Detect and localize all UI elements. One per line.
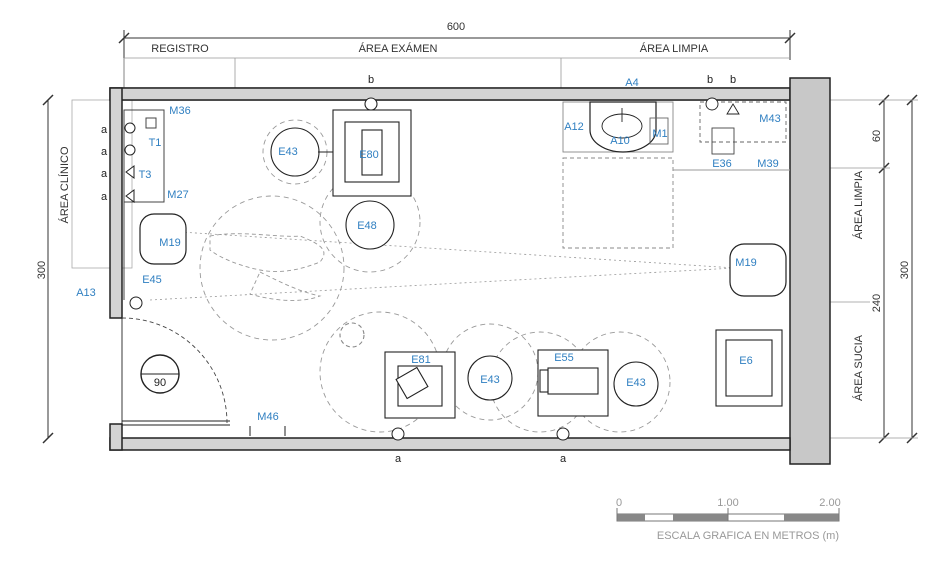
label-T3: T3 xyxy=(139,169,152,181)
zone-registro: REGISTRO xyxy=(151,43,209,55)
chair-E55 xyxy=(537,349,609,417)
label-A4: A4 xyxy=(625,77,638,89)
scale-tick-1: 1.00 xyxy=(717,497,738,509)
chair-E80 xyxy=(332,97,412,197)
patient-figure xyxy=(209,233,325,301)
label-A10: A10 xyxy=(610,135,630,147)
label-A13: A13 xyxy=(76,287,96,299)
label-M36: M36 xyxy=(169,105,190,117)
zone-area-limpia-top: ÁREA LIMPIA xyxy=(640,42,709,55)
label-T1: T1 xyxy=(149,137,162,149)
label-E6: E6 xyxy=(739,355,752,367)
label-E43-b: E43 xyxy=(480,374,500,386)
outlets-bottom xyxy=(249,426,570,441)
dimension-right-total: 300 xyxy=(899,261,911,279)
label-E48: E48 xyxy=(357,220,377,232)
label-E80: E80 xyxy=(359,149,379,161)
scale-bar xyxy=(616,508,840,522)
dimension-top-total: 600 xyxy=(447,21,465,33)
stool-E43-b xyxy=(467,355,513,401)
marker-a-bottom-2: a xyxy=(560,453,567,465)
left-dimension xyxy=(42,94,54,444)
door-angle-label: 90 xyxy=(154,377,166,389)
label-E45: E45 xyxy=(142,274,162,286)
stool-E43-c xyxy=(613,361,659,407)
cabinet-M43 xyxy=(673,97,790,171)
zone-area-sucia: ÁREA SUCIA xyxy=(852,334,865,401)
sightline xyxy=(149,229,736,301)
label-E36: E36 xyxy=(712,158,732,170)
marker-b-exam: b xyxy=(368,74,374,86)
marker-b2: b xyxy=(730,74,736,86)
zone-area-limpia-right: ÁREA LIMPIA xyxy=(852,170,865,239)
zone-area-examen: ÁREA EXÁMEN xyxy=(359,42,438,55)
scale-caption: ESCALA GRAFICA EN METROS (m) xyxy=(657,530,839,542)
registro-desk xyxy=(123,109,165,310)
chair-E81 xyxy=(339,322,456,419)
stool-E48 xyxy=(345,200,395,250)
area-clinico-region xyxy=(71,99,133,269)
label-M39: M39 xyxy=(757,158,778,170)
sink-counter xyxy=(562,101,674,249)
label-E55: E55 xyxy=(554,352,574,364)
marker-a-left-4: a xyxy=(101,191,108,203)
zone-area-clinico: ÁREA CLÍNICO xyxy=(58,146,71,223)
cart-E6 xyxy=(715,329,783,407)
marker-a-left-3: a xyxy=(101,168,108,180)
label-M19-left: M19 xyxy=(159,237,180,249)
label-M46: M46 xyxy=(257,411,278,423)
marker-a-bottom-1: a xyxy=(395,453,402,465)
label-A12: A12 xyxy=(564,121,584,133)
scale-tick-2: 2.00 xyxy=(819,497,840,509)
label-M19-right: M19 xyxy=(735,257,756,269)
wheelchair-M19-right xyxy=(729,243,787,297)
label-E43-c: E43 xyxy=(626,377,646,389)
label-E43-a: E43 xyxy=(278,146,298,158)
door-swing xyxy=(121,317,228,424)
marker-b1: b xyxy=(707,74,713,86)
marker-a-left-2: a xyxy=(101,146,108,158)
marker-a-left-1: a xyxy=(101,124,108,136)
label-E81: E81 xyxy=(411,354,431,366)
wheelchair-M19-left xyxy=(139,213,187,265)
dimension-right-upper: 60 xyxy=(871,130,883,142)
walls xyxy=(109,77,831,465)
label-M43: M43 xyxy=(759,113,780,125)
dimension-right-lower: 240 xyxy=(871,294,883,312)
label-M1: M1 xyxy=(652,128,667,140)
label-M27: M27 xyxy=(167,189,188,201)
scale-tick-0: 0 xyxy=(616,497,622,509)
dimension-left-total: 300 xyxy=(36,261,48,279)
